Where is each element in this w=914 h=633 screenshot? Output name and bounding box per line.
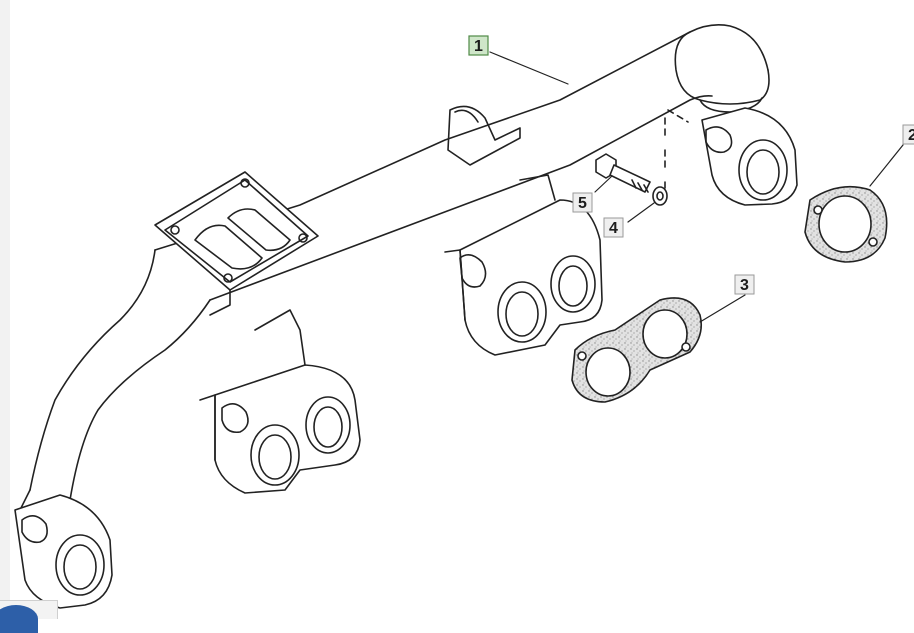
leader-lines [489,51,904,323]
single-port-gasket [804,185,888,263]
callout-5-label: 5 [578,195,587,212]
callout-2-label: 2 [908,127,914,144]
callout-3[interactable]: 3 [734,274,755,295]
blue-circle-icon [0,605,38,633]
left-edge-strip [0,0,10,619]
callout-4-label: 4 [609,220,618,237]
manifold-drawing: 1 2 3 4 5 [14,24,914,609]
callout-2[interactable]: 2 [902,124,914,145]
bolt [595,153,651,193]
corner-app-widget[interactable] [0,600,58,633]
dual-port-gasket [571,297,703,403]
washer [652,186,668,206]
callout-3-label: 3 [740,277,749,294]
callout-1-label: 1 [474,38,483,55]
callout-4[interactable]: 4 [603,217,624,238]
callout-5[interactable]: 5 [572,192,593,213]
callout-1[interactable]: 1 [468,35,489,56]
